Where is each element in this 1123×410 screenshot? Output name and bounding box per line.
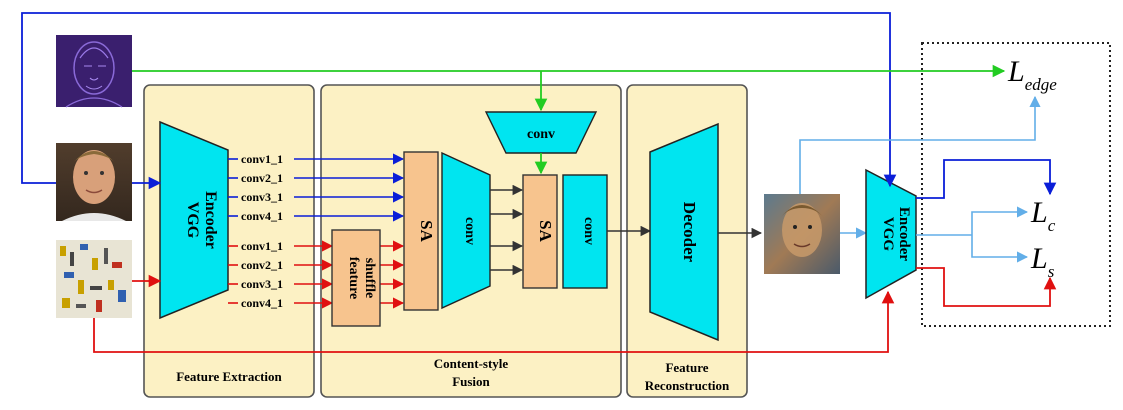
content-feature-label: conv1_1 <box>241 152 283 166</box>
loss-box <box>921 42 1111 327</box>
style-feature-label: conv3_1 <box>241 277 283 291</box>
edge-map-image <box>56 35 132 108</box>
vgg-encoder-left <box>159 120 229 320</box>
sa-box-2 <box>522 174 558 289</box>
conv-block-1 <box>441 151 491 310</box>
stage-title-fusion-2: Fusion <box>452 374 490 389</box>
output-loss-path <box>799 95 1041 263</box>
loss-edge-subscript: edge <box>1025 75 1058 94</box>
stylized-output-image <box>764 194 840 274</box>
content-feature-label: conv4_1 <box>241 209 283 223</box>
content-feature-label: conv3_1 <box>241 190 283 204</box>
conv-block-top <box>484 111 598 154</box>
sa-label-1: SA <box>417 220 436 242</box>
content-feature-arrows <box>294 153 405 222</box>
content-feature-labels: conv1_1 conv2_1 conv3_1 conv4_1 <box>241 152 283 223</box>
loss-style: Ls <box>1030 242 1055 281</box>
conv-label-2: conv <box>581 217 596 245</box>
style-feature-arrows <box>294 240 405 309</box>
vgg-encoder-left-label-1: VGG <box>184 202 201 239</box>
style-path <box>93 267 1057 353</box>
stage-title-fusion-1: Content-style <box>434 356 509 371</box>
sa-box-1 <box>403 151 439 311</box>
loss-content: Lc <box>1030 196 1056 235</box>
decoder-block <box>649 122 719 342</box>
feature-shuffle-label-2: shuffle <box>362 258 377 298</box>
conv-to-sa-arrows <box>490 184 524 276</box>
style-feature-label: conv4_1 <box>241 296 283 310</box>
vgg-encoder-right <box>865 168 917 300</box>
style-painting-image <box>56 240 132 318</box>
stage-title-reconstruction-2: Reconstruction <box>645 378 730 393</box>
vgg-encoder-right-label-1: VGG <box>880 217 896 252</box>
feature-shuffle-box <box>331 229 381 327</box>
conv-label-top: conv <box>527 127 555 142</box>
loss-content-subscript: c <box>1048 216 1056 235</box>
content-feature-label: conv2_1 <box>241 171 283 185</box>
content-face-image <box>56 143 132 221</box>
style-feature-labels: conv1_1 conv2_1 conv3_1 conv4_1 <box>241 239 283 310</box>
conv-block-2 <box>562 174 608 289</box>
conv-label-1: conv <box>462 217 477 245</box>
loss-edge: Ledge <box>1007 55 1057 94</box>
style-feature-label: conv2_1 <box>241 258 283 272</box>
stage-title-extraction: Feature Extraction <box>176 369 282 384</box>
decoder-label: Decoder <box>680 202 699 263</box>
vgg-encoder-left-label-2: Encoder <box>202 191 219 249</box>
sa-label-2: SA <box>536 220 555 242</box>
stage-title-reconstruction-1: Feature <box>665 360 708 375</box>
edge-path <box>132 64 1006 175</box>
loss-style-subscript: s <box>1048 262 1055 281</box>
style-feature-label: conv1_1 <box>241 239 283 253</box>
feature-shuffle-label-1: feature <box>346 257 361 300</box>
vgg-encoder-right-label-2: Encoder <box>896 207 912 262</box>
